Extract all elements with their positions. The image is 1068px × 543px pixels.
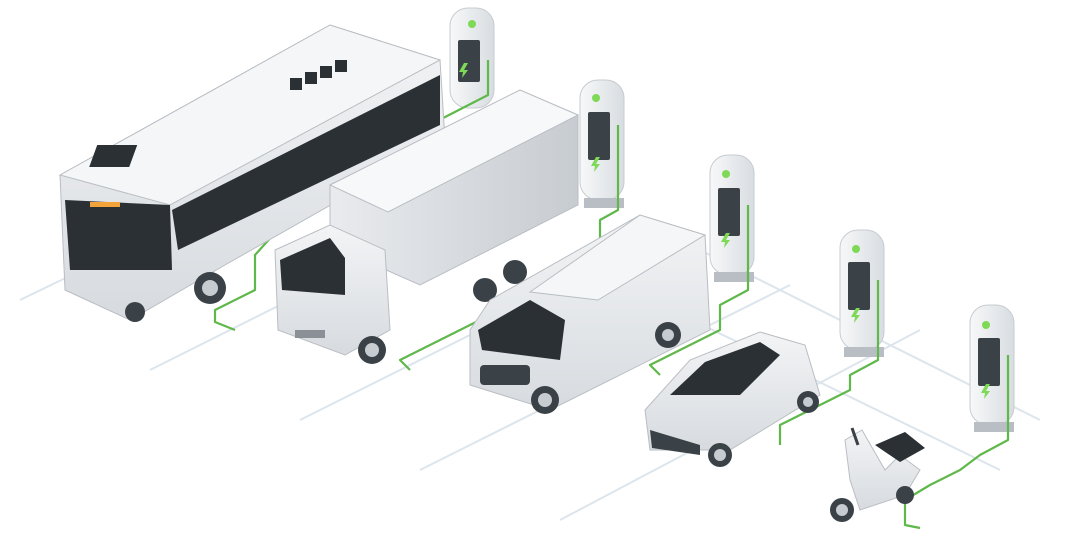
lightning-icon: [981, 384, 990, 399]
station-van: [709, 154, 755, 282]
station-truck: [579, 79, 625, 208]
lightning-icon: [851, 308, 860, 323]
lightning-icon: [591, 157, 600, 172]
charging-station-icon: [449, 7, 1015, 432]
station-bus: [449, 7, 495, 109]
van-icon: [469, 214, 711, 414]
station-scooter: [969, 304, 1015, 432]
lightning-icon: [459, 63, 468, 78]
car-icon: [644, 331, 821, 467]
lightning-icon: [721, 233, 730, 248]
station-car: [839, 229, 885, 357]
bus-icon: [58, 24, 446, 322]
scooter-icon: [830, 427, 925, 522]
truck-icon: [274, 89, 580, 364]
